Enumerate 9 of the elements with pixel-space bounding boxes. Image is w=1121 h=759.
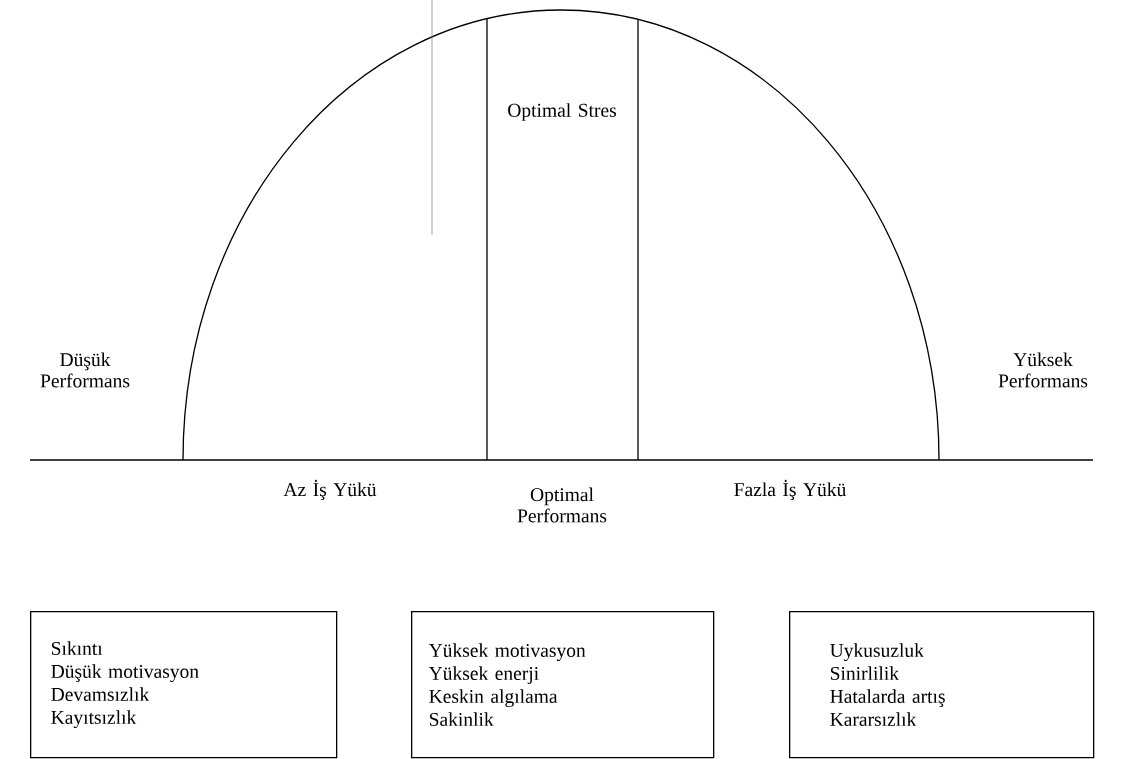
- axis-label: Optimal Performans: [517, 487, 607, 523]
- axis-label: Yüksek Performans: [998, 352, 1088, 388]
- list-box: Uykusuzluk Sinirlilik Hatalarda artış Kararsızlık: [789, 611, 1095, 759]
- axis-label: Az İş Yükü: [283, 479, 377, 501]
- axis-label: Optimal Stres: [508, 103, 616, 121]
- axis-label: Fazla İş Yükü: [734, 479, 846, 501]
- axis-label: Düşük Performans: [40, 352, 130, 388]
- list-box: Yüksek motivasyon Yüksek enerji Keskin algılama Sakinlik: [411, 611, 715, 759]
- list-box: Sıkıntı Düşük motivasyon Devamsızlık Kayıtsızlık: [30, 611, 338, 759]
